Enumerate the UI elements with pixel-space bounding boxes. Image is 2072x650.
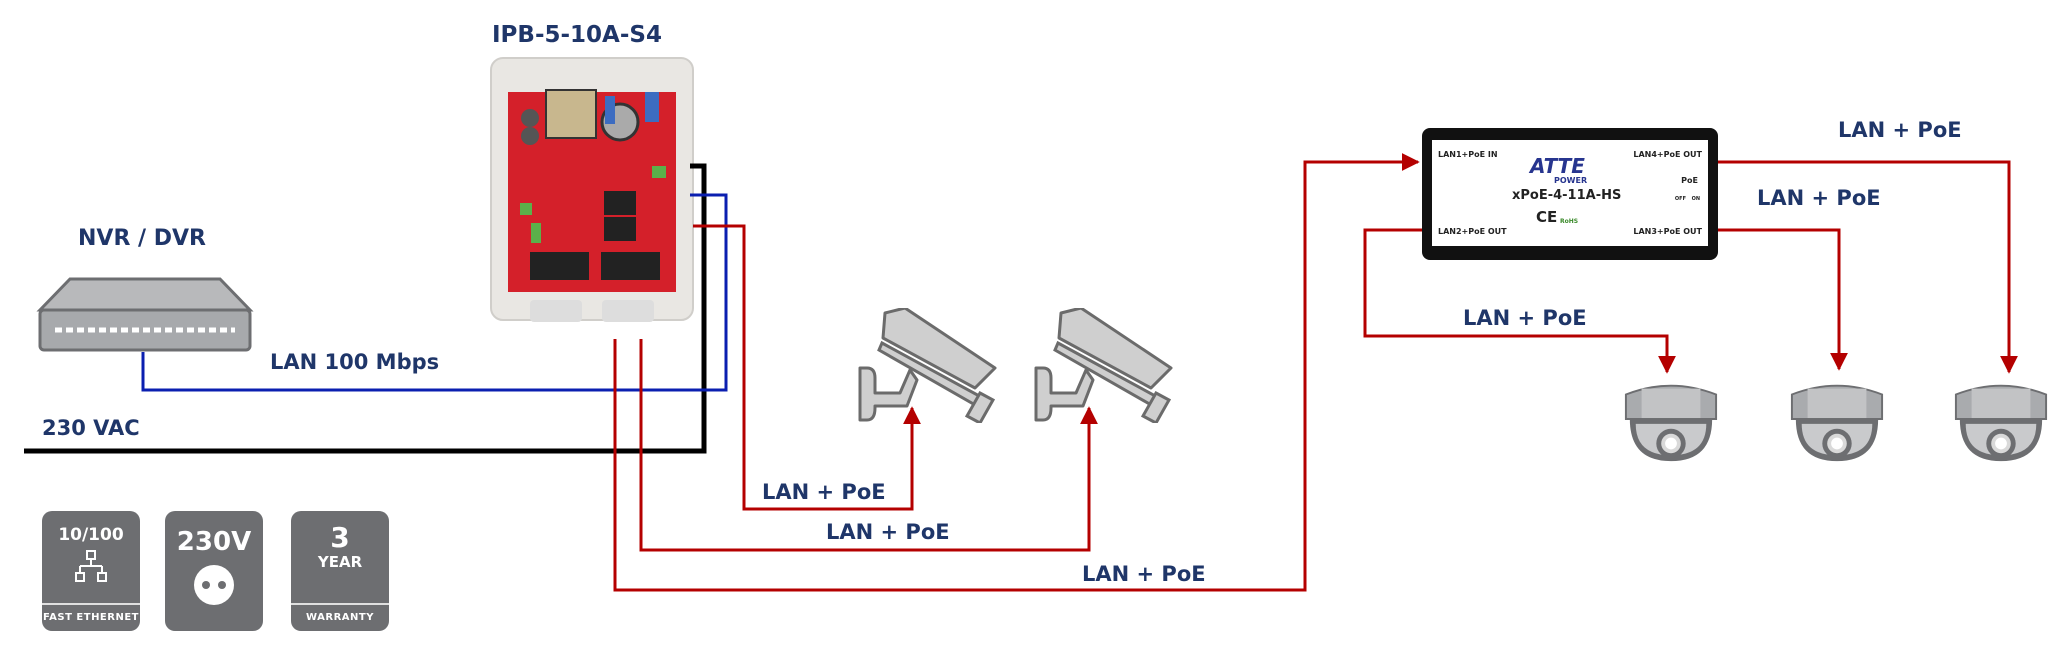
badge-voltage: 230V (176, 527, 252, 557)
nvr-dvr-device (36, 277, 254, 352)
port-lan4-label: LAN4+PoE OUT (1633, 150, 1702, 159)
vac-label: 230 VAC (42, 416, 140, 440)
poe-label-camera-1: LAN + PoE (762, 480, 886, 504)
ipb-power-box (490, 57, 694, 322)
poe-link-dome-3 (1718, 160, 2018, 374)
port-lan1-label: LAN1+PoE IN (1438, 150, 1498, 159)
poe-switch-label: PoE (1681, 176, 1698, 185)
badge-fast-ethernet-text: FAST ETHERNET (42, 603, 140, 631)
lan-cable-100mbps (141, 193, 728, 392)
badge-fast-ethernet: 10/100 FAST ETHERNET (42, 511, 140, 631)
socket-icon (194, 565, 234, 605)
poe-link-camera-1 (693, 224, 921, 511)
poe-label-dome-3: LAN + PoE (1838, 118, 1962, 142)
network-icon (75, 550, 107, 582)
bullet-camera-1-icon (858, 308, 997, 423)
dome-camera-2-icon (1790, 384, 1884, 463)
switch-model: xPoE-4-11A-HS (1512, 188, 1622, 203)
badge-warranty-years: 3 (330, 521, 350, 554)
ce-mark: CE (1536, 208, 1558, 226)
poe-label-switch: LAN + PoE (1082, 562, 1206, 586)
poe-link-dome-2 (1718, 228, 1848, 371)
badge-warranty: 3 YEAR WARRANTY (291, 511, 389, 631)
badge-speed: 10/100 (58, 525, 124, 545)
poe-label-dome-2: LAN + PoE (1757, 186, 1881, 210)
poe-label-dome-1: LAN + PoE (1463, 306, 1587, 330)
device-title: IPB-5-10A-S4 (492, 22, 662, 48)
dome-camera-3-icon (1954, 384, 2048, 463)
atte-logo-sub: POWER (1554, 176, 1588, 185)
atte-logo: ATTE (1530, 154, 1585, 178)
poe-label-camera-2: LAN + PoE (826, 520, 950, 544)
poe-on-label: ON (1691, 196, 1700, 202)
dome-camera-1-icon (1624, 384, 1718, 463)
poe-link-camera-2 (639, 339, 1098, 552)
nvr-label: NVR / DVR (78, 226, 206, 251)
power-cable-230vac (24, 163, 707, 454)
badge-230v: 230V (165, 511, 263, 631)
bullet-camera-2-icon (1034, 308, 1173, 423)
poe-link-switch-in (613, 153, 1420, 592)
port-lan2-label: LAN2+PoE OUT (1438, 227, 1507, 236)
poe-off-label: OFF (1674, 196, 1686, 202)
xpoe-switch: LAN1+PoE IN LAN4+PoE OUT LAN2+PoE OUT LA… (1422, 128, 1718, 260)
port-lan3-label: LAN3+PoE OUT (1633, 227, 1702, 236)
badge-warranty-text: WARRANTY (291, 603, 389, 631)
rohs-mark: RoHS (1560, 218, 1579, 225)
badge-warranty-unit: YEAR (317, 553, 363, 571)
poe-link-dome-1 (1363, 228, 1676, 374)
lan-100-label: LAN 100 Mbps (270, 350, 440, 374)
